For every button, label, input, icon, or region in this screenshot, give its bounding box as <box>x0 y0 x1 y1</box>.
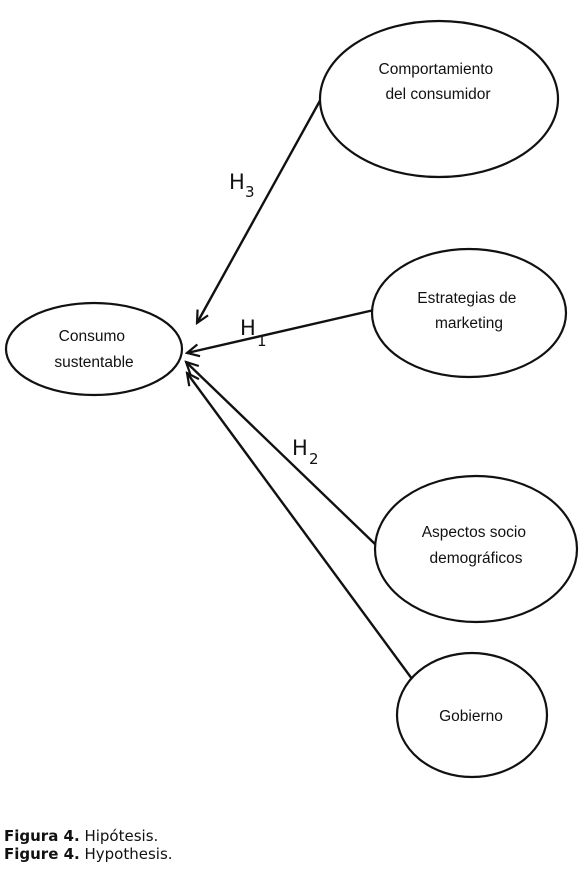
svg-text:H: H <box>229 170 245 194</box>
svg-text:1: 1 <box>257 332 267 350</box>
caption-label-en: Figure 4. <box>4 845 80 863</box>
node-aspectos-sociodemograficos <box>373 474 579 624</box>
svg-text:2: 2 <box>309 450 319 468</box>
hypothesis-label-h1: H 1 <box>240 316 267 350</box>
arrow-estrategias-to-consumo <box>187 308 375 353</box>
hypothesis-label-h2: H 2 <box>292 436 319 468</box>
arrow-gobierno-to-consumo <box>187 373 416 684</box>
node-label-aspectos: Aspectos socio demográficos <box>422 524 531 567</box>
node-label-estrategias: Estrategias de marketing <box>417 290 520 332</box>
figure-caption-spanish: Figura 4. Hipótesis. <box>4 827 158 845</box>
node-label-gobierno: Gobierno <box>439 708 503 725</box>
arrow-comportamiento-to-consumo <box>197 96 324 323</box>
hypothesis-diagram: Consumo sustentable Comportamiento del c… <box>4 19 579 779</box>
caption-text-es: Hipótesis. <box>79 827 159 845</box>
svg-text:3: 3 <box>245 183 255 201</box>
node-label-consumo: Consumo sustentable <box>54 328 133 371</box>
caption-text-en: Hypothesis. <box>79 845 173 863</box>
hypothesis-label-h3: H 3 <box>229 170 255 201</box>
caption-label-es: Figura 4. <box>4 827 80 845</box>
node-gobierno <box>395 651 549 779</box>
arrow-aspectos-to-consumo <box>186 362 377 546</box>
node-consumo-sustentable <box>4 301 184 397</box>
svg-text:H: H <box>240 316 256 340</box>
node-comportamiento-del-consumidor <box>318 19 560 179</box>
figure-caption-english: Figure 4. Hypothesis. <box>4 845 173 863</box>
node-estrategias-de-marketing <box>370 247 568 379</box>
node-label-comportamiento: Comportamiento del consumidor <box>379 61 498 103</box>
svg-text:H: H <box>292 436 308 460</box>
